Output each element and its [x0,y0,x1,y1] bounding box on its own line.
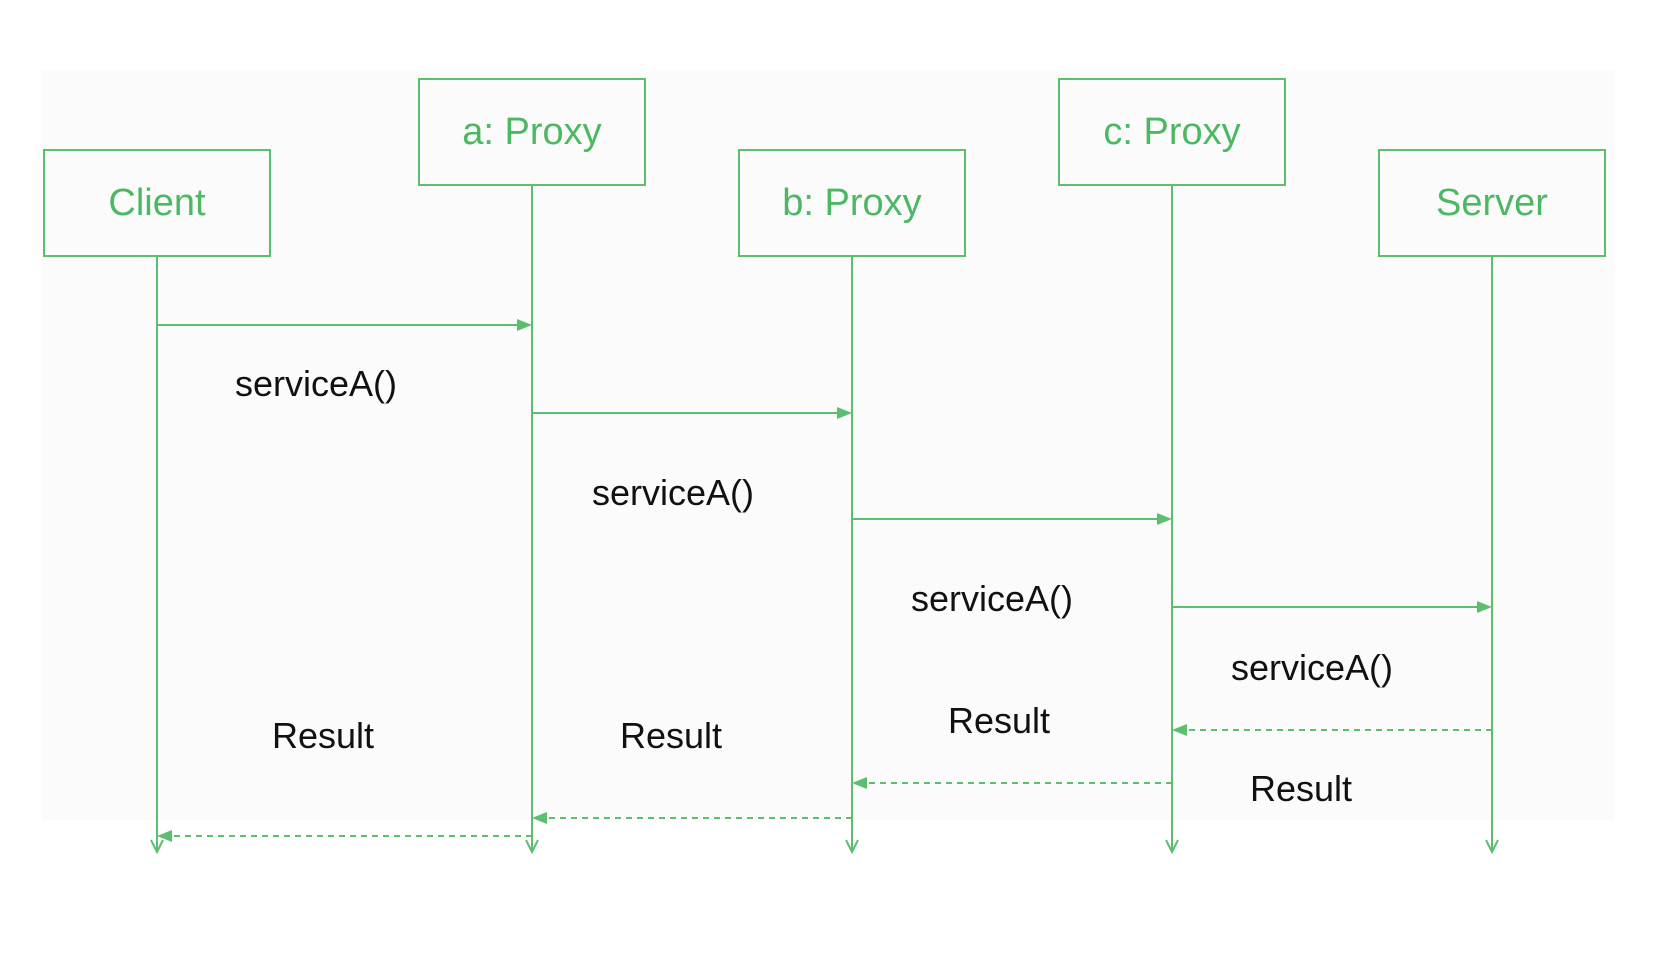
return-label-a-to-client: Result [272,715,374,756]
participant-a-proxy-label: a: Proxy [462,111,601,153]
return-message-b-to-a [532,812,852,824]
arrow-left-icon [1172,724,1187,736]
call-message-b-to-c [852,513,1172,525]
call-label-b-to-c: serviceA() [911,578,1073,619]
participant-server-label: Server [1436,182,1548,224]
return-message-c-to-b [852,777,1172,789]
lifeline-end-client-icon [150,839,164,855]
arrow-left-icon [532,812,547,824]
call-message-a-to-b [532,407,852,419]
return-label-c-to-b: Result [948,700,1050,741]
arrow-right-icon [517,319,532,331]
participant-b-proxy: b: Proxy [738,149,966,257]
participant-client: Client [43,149,271,257]
participant-b-proxy-label: b: Proxy [782,182,921,224]
participant-client-label: Client [108,182,206,224]
call-message-c-to-server [1172,601,1492,613]
return-label-b-to-a: Result [620,715,722,756]
lifeline-end-server-icon [1485,839,1499,855]
participant-a-proxy: a: Proxy [418,78,646,186]
lifeline-end-c-proxy-icon [1165,839,1179,855]
participant-server: Server [1378,149,1606,257]
arrow-right-icon [1157,513,1172,525]
call-label-client-to-a: serviceA() [235,363,397,404]
participant-c-proxy-label: c: Proxy [1103,111,1240,153]
return-message-server-to-c [1172,724,1492,736]
lifeline-end-b-proxy-icon [845,839,859,855]
arrow-left-icon [157,830,172,842]
return-message-a-to-client [157,830,532,842]
participant-c-proxy: c: Proxy [1058,78,1286,186]
call-label-c-to-server: serviceA() [1231,647,1393,688]
call-message-client-to-a [157,319,532,331]
lifeline-end-a-proxy-icon [525,839,539,855]
arrow-right-icon [837,407,852,419]
return-label-server-to-c: Result [1250,768,1352,809]
arrow-right-icon [1477,601,1492,613]
call-label-a-to-b: serviceA() [592,472,754,513]
arrow-left-icon [852,777,867,789]
